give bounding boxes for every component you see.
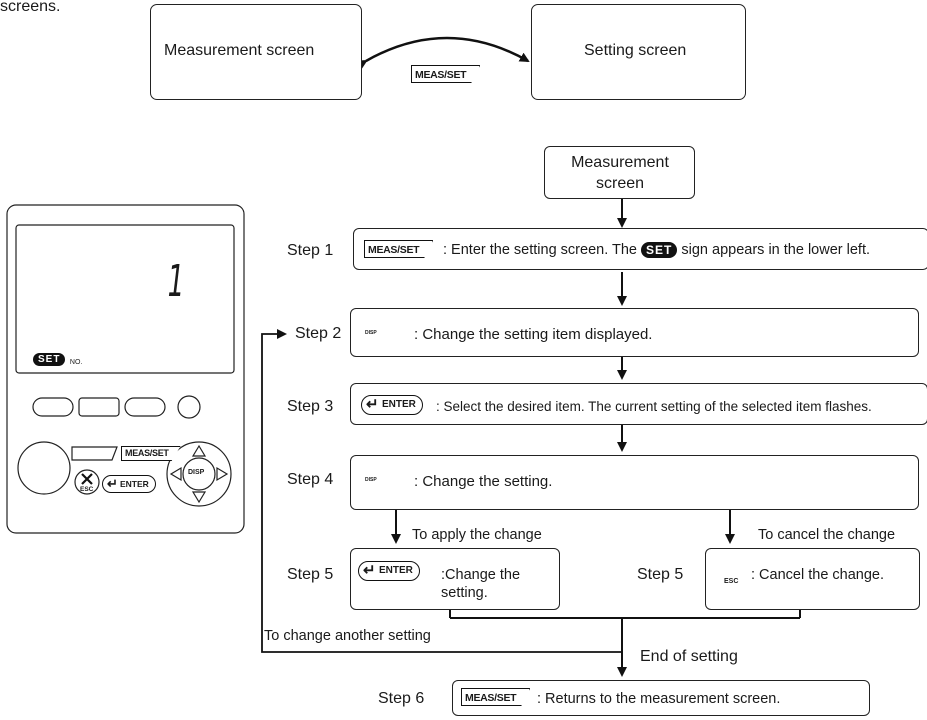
setting-screen-label: Setting screen	[584, 42, 687, 59]
esc-key-label: ESC	[724, 578, 739, 585]
dpad-left	[169, 466, 182, 482]
enter-key-step3: ↵ENTER	[361, 395, 423, 415]
step2-disp-label: DISP	[365, 330, 377, 336]
lcd-set-badge: SET	[33, 353, 66, 367]
enter-key-step5: ↵ENTER	[358, 561, 420, 581]
lcd-screen	[15, 224, 235, 374]
another-setting-caption: To change another setting	[264, 628, 431, 644]
step3-box	[350, 383, 927, 425]
soft-key-2	[78, 397, 120, 417]
enter-arrow-icon: ↵	[366, 396, 379, 413]
dpad-down	[191, 491, 207, 504]
enter-key-label: ENTER	[382, 399, 416, 410]
device-meas-set-key: MEAS/SET	[121, 446, 181, 461]
device-esc-label: ESC	[80, 486, 94, 493]
lcd-value: 1	[167, 256, 185, 307]
power-knob	[17, 441, 71, 495]
step4-disp-label: DISP	[365, 477, 377, 483]
intro-text: screens.	[0, 0, 61, 15]
soft-key-1	[32, 397, 74, 417]
end-of-setting-caption: End of setting	[640, 648, 738, 665]
step1-text-main: : Enter the setting screen. The	[443, 242, 637, 258]
meas-set-key-top: MEAS/SET	[411, 65, 480, 83]
device-front-panel	[6, 204, 245, 534]
step2-text: : Change the setting item displayed.	[414, 326, 653, 343]
step1-text-after: sign appears in the lower left.	[681, 242, 870, 258]
dpad-right	[216, 466, 229, 482]
step5-cancel-label: Step 5	[637, 566, 684, 583]
enter-arrow-icon: ↵	[363, 562, 376, 579]
toggle-arrow	[356, 36, 530, 70]
dpad-center	[182, 457, 216, 491]
step1-text: : Enter the setting screen. The SET sign…	[443, 241, 870, 259]
setting-screen-box	[531, 4, 746, 100]
device-enter-label: ENTER	[120, 479, 149, 489]
step4-box	[350, 455, 919, 510]
step4-label: Step 4	[287, 471, 334, 488]
step5-apply-text: :Change the setting.	[441, 567, 521, 601]
enter-key-label: ENTER	[379, 565, 413, 576]
flow-start-label: Measurement screen	[571, 154, 669, 192]
esc-key-device-x	[81, 473, 93, 485]
step5-cancel-text: : Cancel the change.	[751, 567, 885, 583]
step6-text: : Returns to the measurement screen.	[537, 691, 781, 707]
cancel-caption: To cancel the change	[758, 527, 896, 543]
step2-label: Step 2	[295, 325, 342, 342]
round-indicator	[177, 395, 201, 419]
device-esc-key	[74, 469, 100, 495]
measurement-screen-label: Measurement screen	[164, 42, 315, 59]
soft-key-3	[124, 397, 166, 417]
apply-caption: To apply the change	[412, 527, 542, 543]
step4-text: : Change the setting.	[414, 473, 553, 490]
enter-arrow-icon: ↵	[107, 476, 118, 491]
measurement-screen-box	[150, 4, 362, 100]
step5-apply-label: Step 5	[287, 566, 334, 583]
lcd-set-indicator: SET NO.	[33, 351, 82, 369]
meas-set-key-step1: MEAS/SET	[364, 240, 433, 258]
step2-box	[350, 308, 919, 357]
loop-back-line	[261, 329, 622, 653]
lcd-no-label: NO.	[69, 359, 83, 366]
step5-cancel-box	[705, 548, 920, 610]
device-enter-key: ↵ENTER	[102, 475, 156, 493]
flow-start-box	[544, 146, 695, 199]
meas-set-key-step6: MEAS/SET	[461, 688, 530, 706]
set-badge: SET	[641, 242, 678, 259]
step6-label: Step 6	[378, 690, 425, 707]
step3-label: Step 3	[287, 398, 334, 415]
step1-label: Step 1	[287, 242, 334, 259]
step1-box	[353, 228, 927, 270]
blank-key	[71, 446, 118, 461]
dpad-up	[191, 444, 207, 457]
step3-text: : Select the desired item. The current s…	[436, 399, 872, 414]
device-disp-label: DISP	[188, 469, 205, 476]
